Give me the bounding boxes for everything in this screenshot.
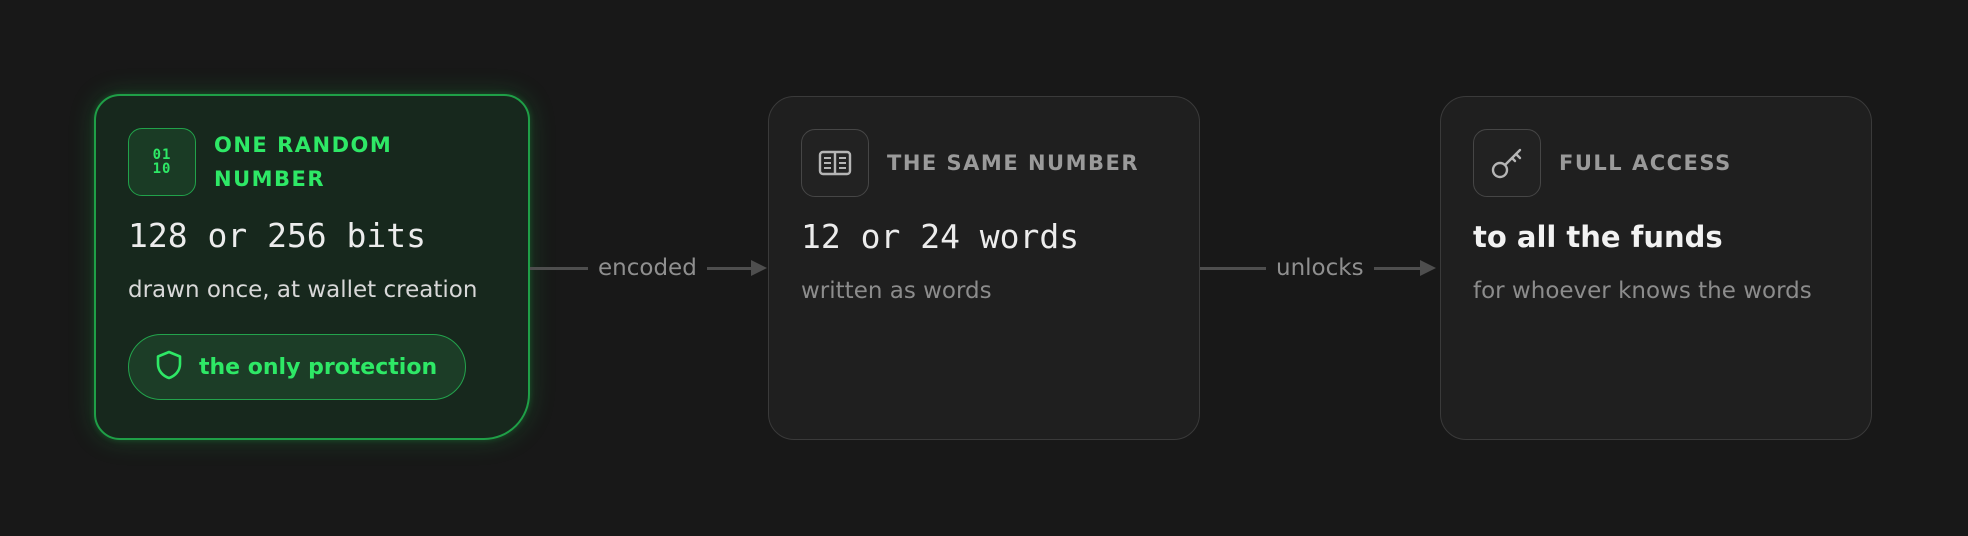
step-header: 01 10 ONE RANDOM NUMBER xyxy=(128,128,496,196)
step-value: to all the funds xyxy=(1473,220,1723,254)
step-value: 128 or 256 bits xyxy=(128,216,427,255)
step-card-random-number: 01 10 ONE RANDOM NUMBER 128 or 256 bits … xyxy=(94,94,530,440)
step-value: 12 or 24 words xyxy=(801,217,1080,256)
connector-label: unlocks xyxy=(1276,255,1364,281)
step-title: ONE RANDOM NUMBER xyxy=(214,133,393,191)
connector-line xyxy=(1200,266,1266,270)
arrow-head-icon xyxy=(1419,260,1436,276)
connector-label: encoded xyxy=(598,255,697,281)
step-description: drawn once, at wallet creation xyxy=(128,277,478,303)
step-description: written as words xyxy=(801,278,992,304)
binary-icon: 01 10 xyxy=(128,128,196,196)
binary-icon-line: 01 xyxy=(152,147,172,163)
key-icon xyxy=(1473,129,1541,197)
step-header: FULL ACCESS xyxy=(1473,129,1839,197)
connector-line xyxy=(530,266,588,270)
shield-icon xyxy=(155,350,183,384)
step-card-full-access: FULL ACCESS to all the funds for whoever… xyxy=(1440,96,1872,440)
connector-encoded: encoded xyxy=(530,250,767,286)
step-title: FULL ACCESS xyxy=(1559,151,1732,175)
step-card-same-number: THE SAME NUMBER 12 or 24 words written a… xyxy=(768,96,1200,440)
step-header: THE SAME NUMBER xyxy=(801,129,1167,197)
connector-line xyxy=(1373,266,1420,270)
step-description: for whoever knows the words xyxy=(1473,278,1812,304)
step-title: THE SAME NUMBER xyxy=(887,151,1140,175)
connector-unlocks: unlocks xyxy=(1200,250,1436,286)
protection-badge: the only protection xyxy=(128,334,467,400)
binary-icon-line: 10 xyxy=(152,161,172,177)
arrow-head-icon xyxy=(750,260,767,276)
protection-badge-label: the only protection xyxy=(199,354,438,380)
connector-line xyxy=(706,266,751,270)
book-icon xyxy=(801,129,869,197)
